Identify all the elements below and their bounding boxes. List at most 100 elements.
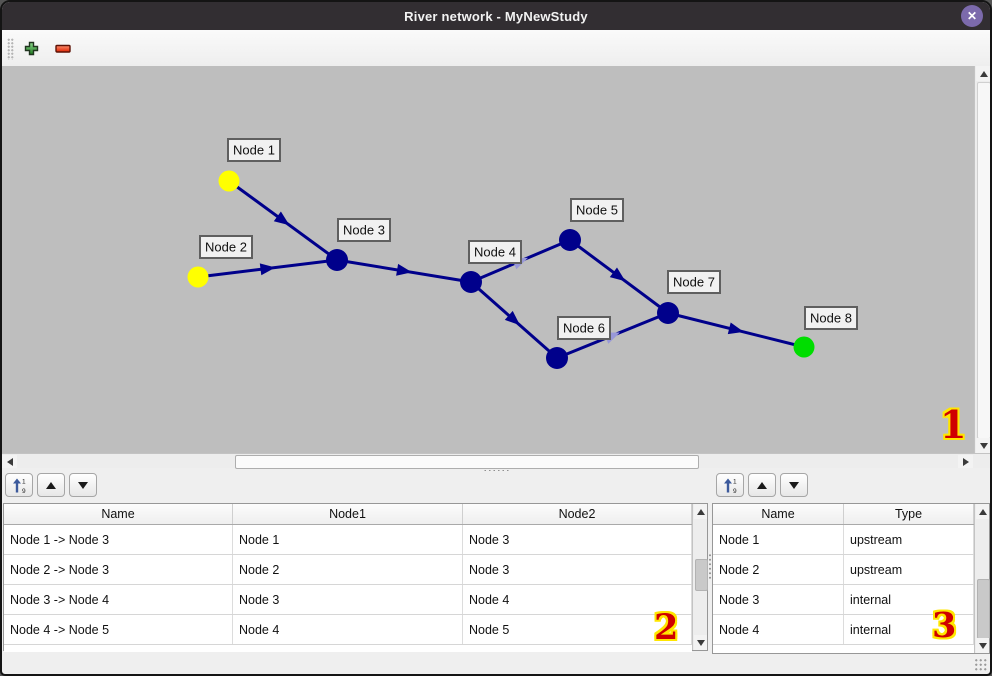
nodes-move-down-button[interactable]: [780, 473, 808, 497]
add-button[interactable]: [18, 35, 44, 61]
node-label-box: [804, 306, 858, 330]
panel-splitter-handle[interactable]: [483, 469, 511, 472]
node-label[interactable]: Node 8: [804, 306, 858, 330]
close-button[interactable]: ✕: [961, 5, 983, 27]
flow-arrow-icon: [396, 263, 412, 276]
scroll-up-button[interactable]: [976, 504, 989, 519]
table-cell[interactable]: Node 4: [463, 585, 692, 614]
node-circle-internal[interactable]: [460, 271, 482, 293]
table-cell[interactable]: Node 4: [713, 615, 844, 644]
up-triangle-icon: [46, 481, 56, 489]
node-label-text: Node 1: [233, 143, 275, 158]
node-label[interactable]: Node 5: [570, 198, 624, 222]
node-circle-internal[interactable]: [326, 249, 348, 271]
scroll-up-button[interactable]: [694, 504, 707, 519]
window-titlebar[interactable]: River network - MyNewStudy ✕: [2, 2, 990, 30]
left-arrow-icon: [6, 457, 13, 466]
nodes-move-up-button[interactable]: [748, 473, 776, 497]
column-header[interactable]: Node1: [233, 504, 463, 524]
toolbar-drag-handle[interactable]: [7, 38, 14, 60]
column-header[interactable]: Name: [4, 504, 233, 524]
node-circle-upstream[interactable]: [218, 170, 240, 192]
table-cell[interactable]: Node 4 -> Node 5: [4, 615, 233, 644]
nodes-table-scrollbar[interactable]: [974, 504, 990, 653]
column-header[interactable]: Node2: [463, 504, 692, 524]
scroll-right-button[interactable]: [958, 455, 973, 468]
reaches-sort-button[interactable]: 1 9: [5, 473, 33, 497]
table-cell[interactable]: Node 4: [233, 615, 463, 644]
node-label[interactable]: Node 2: [199, 235, 253, 259]
nodes-sort-button[interactable]: 1 9: [716, 473, 744, 497]
table-cell[interactable]: Node 3: [713, 585, 844, 614]
vscroll-thumb[interactable]: [977, 82, 990, 439]
node-circle-internal[interactable]: [559, 229, 581, 251]
svg-text:1: 1: [733, 478, 737, 485]
table-cell[interactable]: Node 2 -> Node 3: [4, 555, 233, 584]
table-cell[interactable]: Node 3: [233, 585, 463, 614]
table-cell[interactable]: Node 3: [463, 555, 692, 584]
hscroll-thumb[interactable]: [235, 455, 699, 469]
node-circle-upstream[interactable]: [187, 266, 209, 288]
scroll-down-button[interactable]: [976, 438, 990, 453]
node-label[interactable]: Node 1: [227, 138, 281, 162]
down-arrow-icon: [979, 442, 988, 449]
scroll-thumb[interactable]: [695, 559, 708, 591]
canvas-vertical-scrollbar[interactable]: [974, 66, 990, 453]
river-network-canvas[interactable]: Node 1 Node 2 Node 3 Node 4 Node 5 Node 6 Node…: [2, 66, 974, 453]
up-triangle-icon: [757, 481, 767, 489]
table-cell[interactable]: Node 5: [463, 615, 692, 644]
scroll-thumb[interactable]: [977, 579, 990, 639]
table-cell[interactable]: upstream: [844, 555, 974, 584]
reaches-move-up-button[interactable]: [37, 473, 65, 497]
node-label[interactable]: Node 3: [337, 218, 391, 242]
down-triangle-icon: [789, 481, 799, 489]
node-circle-internal[interactable]: [546, 347, 568, 369]
table-splitter-handle[interactable]: [708, 553, 712, 579]
scroll-down-button[interactable]: [976, 638, 989, 653]
network-svg: Node 1 Node 2 Node 3 Node 4 Node 5 Node 6 Node…: [187, 138, 858, 369]
table-cell[interactable]: Node 3 -> Node 4: [4, 585, 233, 614]
up-arrow-icon: [978, 508, 987, 515]
window-resize-grip[interactable]: [974, 658, 987, 671]
sort-ascending-icon: 1 9: [724, 478, 737, 494]
reaches-move-down-button[interactable]: [69, 473, 97, 497]
partial-row: [4, 645, 692, 652]
node-label-box: [570, 198, 624, 222]
node-label[interactable]: Node 7: [667, 270, 721, 294]
scroll-left-button[interactable]: [2, 455, 17, 468]
remove-button[interactable]: [50, 35, 76, 61]
reaches-table-scrollbar[interactable]: [692, 504, 708, 650]
node-circle-internal[interactable]: [657, 302, 679, 324]
table-cell[interactable]: internal: [844, 615, 974, 644]
node-label[interactable]: Node 4: [468, 240, 522, 264]
scroll-down-button[interactable]: [694, 635, 707, 650]
table-cell[interactable]: Node 2: [233, 555, 463, 584]
node-label[interactable]: Node 6: [557, 316, 611, 340]
flow-arrow-icon: [273, 211, 290, 226]
column-header[interactable]: Name: [713, 504, 844, 524]
table-cell[interactable]: Node 1: [233, 525, 463, 554]
table-cell[interactable]: Node 1 -> Node 3: [4, 525, 233, 554]
column-header[interactable]: Type: [844, 504, 974, 524]
canvas-horizontal-scrollbar[interactable]: [2, 453, 990, 469]
table-cell[interactable]: Node 1: [713, 525, 844, 554]
table-cell[interactable]: Node 3: [463, 525, 692, 554]
table-cell[interactable]: upstream: [844, 525, 974, 554]
node-circle-downstream[interactable]: [793, 336, 815, 358]
table-cell[interactable]: Node 2: [713, 555, 844, 584]
table-cell[interactable]: internal: [844, 585, 974, 614]
minus-icon: [55, 44, 71, 53]
scroll-up-button[interactable]: [976, 66, 990, 81]
